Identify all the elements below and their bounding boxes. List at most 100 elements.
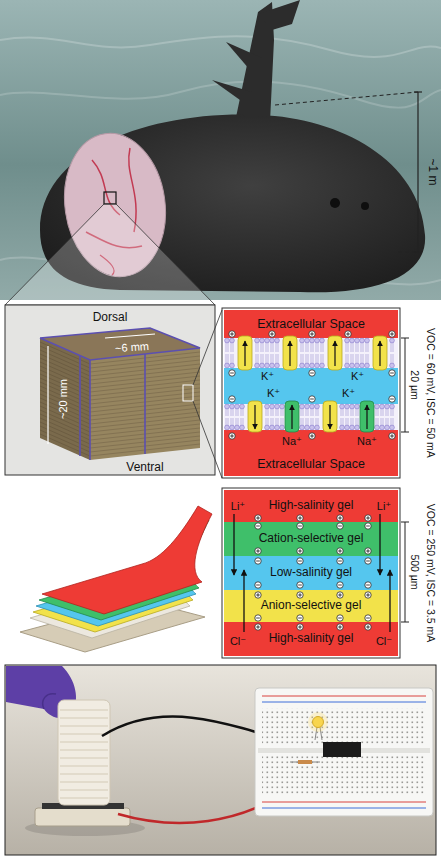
gel-detail — [365, 624, 371, 630]
gel-detail — [234, 514, 390, 632]
electric-organ-block — [193, 401, 222, 478]
gel-detail — [258, 625, 259, 629]
gel-detail — [365, 548, 371, 554]
gel-detail — [256, 526, 260, 527]
membrane-detail — [235, 404, 240, 409]
membrane-detail — [389, 396, 395, 402]
gel-detail — [338, 526, 342, 527]
seafloor-scene — [0, 36, 441, 57]
device-photo — [60, 734, 108, 735]
torpedo-ray — [226, 42, 262, 70]
device-photo — [60, 758, 108, 759]
electric-organ-block — [105, 334, 155, 338]
gel-detail — [368, 516, 369, 520]
membrane-detail — [315, 363, 320, 368]
band-fills — [224, 490, 398, 522]
membrane-detail — [230, 425, 235, 430]
gel-detail — [255, 523, 261, 529]
device-photo — [60, 726, 108, 727]
membrane-detail — [300, 425, 305, 430]
membrane-detail — [305, 338, 310, 343]
device-photo — [262, 696, 426, 697]
zoom-wedge — [5, 204, 215, 305]
membrane-detail — [312, 332, 313, 336]
electric-organ-block — [90, 348, 200, 460]
device-photo — [35, 808, 130, 826]
membrane-detail — [309, 396, 315, 402]
membrane-detail — [305, 425, 310, 430]
device-photo — [255, 688, 433, 816]
device-photo — [312, 762, 320, 763]
membrane-detail — [230, 404, 235, 409]
gel-detail — [340, 516, 341, 520]
panel-frames — [222, 308, 400, 478]
device-photo — [308, 712, 328, 732]
membrane-detail — [310, 373, 314, 374]
electric-organ-block — [89, 360, 91, 460]
panel-frames — [222, 488, 400, 658]
electric-organ-block — [193, 310, 222, 385]
membrane-detail — [305, 363, 310, 368]
zoom-wedge — [5, 204, 215, 305]
electric-organ-block — [47, 346, 48, 444]
ion-label: Na⁺ — [282, 435, 302, 447]
gel-detail — [366, 561, 370, 562]
membrane-detail — [224, 331, 398, 439]
torpedo-ray — [330, 198, 340, 208]
membrane-detail — [270, 404, 275, 409]
membrane-detail — [389, 331, 395, 337]
membrane-detail — [350, 363, 355, 368]
panel-frames — [401, 432, 409, 433]
gel-detail — [297, 548, 303, 554]
membrane-detail — [289, 341, 290, 366]
membrane-detail — [380, 404, 385, 409]
membrane-detail — [355, 425, 360, 430]
gel-detail — [337, 548, 343, 554]
ion-label: K⁺ — [342, 387, 355, 399]
membrane-detail — [248, 401, 262, 432]
device-photo — [60, 790, 108, 791]
dimension-label: ~20 mm — [57, 379, 69, 419]
gel-detail — [337, 515, 343, 521]
band-fills — [224, 590, 398, 622]
ion-label: Cl⁻ — [230, 635, 246, 647]
membrane-detail — [379, 341, 380, 366]
gel-detail — [258, 516, 259, 520]
membrane-detail — [350, 425, 355, 430]
membrane-detail — [328, 336, 342, 370]
gel-detail — [297, 523, 303, 529]
electric-organ-block — [40, 328, 200, 360]
device-photo — [262, 808, 426, 809]
gel-detail — [255, 558, 261, 564]
gel-detail — [389, 570, 390, 632]
membrane-detail — [229, 370, 235, 376]
membrane-detail — [345, 404, 350, 409]
ion-label: K⁺ — [351, 370, 364, 382]
ion-label: K⁺ — [267, 387, 280, 399]
gel-detail — [365, 515, 371, 521]
membrane-detail — [270, 363, 275, 368]
band-label: Extracellular Space — [257, 457, 365, 471]
membrane-detail — [310, 363, 315, 368]
device-photo — [298, 760, 312, 764]
membrane-detail — [355, 363, 360, 368]
gel-detail — [298, 526, 302, 527]
membrane-detail — [265, 404, 270, 409]
device-photo — [58, 700, 110, 805]
membrane-detail — [345, 331, 351, 337]
band-fills — [224, 622, 398, 656]
gel-detail — [297, 615, 303, 621]
membrane-detail — [380, 425, 385, 430]
membrane-detail — [310, 425, 315, 430]
electric-organ-block — [144, 354, 146, 454]
electrocyte-layers — [40, 342, 200, 456]
performance-label: VOC = 60 mV, ISC = 50 mA — [424, 328, 436, 458]
ion-label: Li⁺ — [231, 500, 245, 512]
torpedo-ray — [104, 192, 116, 204]
band-label: Low-salinity gel — [270, 566, 352, 580]
gel-detail — [258, 549, 259, 553]
gel-detail — [300, 625, 301, 629]
membrane-detail — [225, 404, 230, 409]
dimension-label: 20 µm — [408, 370, 420, 399]
